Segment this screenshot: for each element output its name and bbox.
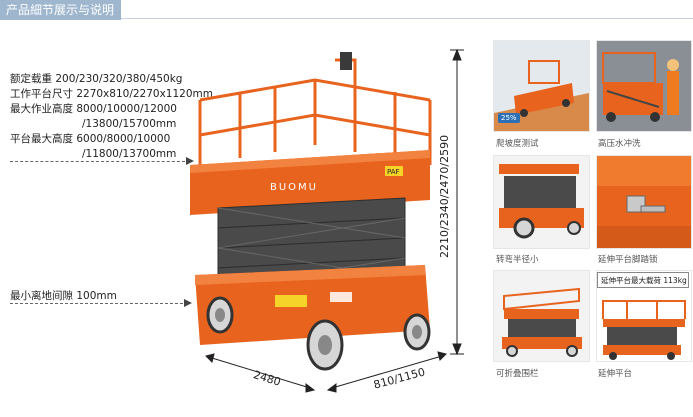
gallery-caption-turning-radius: 转弯半径小 [496, 255, 539, 265]
gallery-thumb-folding-rails[interactable] [493, 270, 590, 362]
platform-pointer-line [10, 161, 190, 162]
gallery-caption-folding-rails: 可折叠围栏 [496, 369, 539, 379]
scissor-lift-illustration: BUOMU PAF [190, 52, 432, 371]
gallery-thumb-slope-test[interactable]: 25% [493, 40, 590, 132]
spec-max-working-height-cont: /13800/15700mm [82, 118, 177, 130]
gallery-caption-deck-lock: 延伸平台脚踏锁 [598, 255, 658, 265]
section-title-tab: 产品細节展示与说明 [0, 0, 121, 20]
logo-label: PAF [387, 168, 400, 176]
slope-test-image [494, 41, 589, 131]
gallery-caption-slope-test: 爬坡度测试 [496, 139, 539, 149]
platform-pointer-arrow [186, 157, 194, 165]
title-divider [121, 18, 693, 19]
deck-lock-image [597, 156, 691, 248]
clearance-pointer-line [10, 303, 188, 304]
spec-list: 额定载重 200/230/320/380/450kg 工作平台尺寸 2270x8… [10, 72, 213, 162]
gallery-thumb-deck-lock[interactable] [596, 155, 692, 249]
folding-rails-image [494, 271, 589, 361]
spec-max-working-height: 最大作业高度 8000/10000/12000 [10, 103, 177, 115]
spec-max-platform-height-cont: /11800/13700mm [82, 148, 177, 160]
clearance-pointer-arrow [184, 299, 192, 307]
spec-min-ground-clearance: 最小离地间隙 100mm [10, 290, 117, 302]
pressure-wash-image [597, 41, 691, 131]
extension-load-callout: 延伸平台最大载荷 113kg [597, 272, 689, 288]
slope-badge: 25% [498, 113, 520, 123]
brand-label: BUOMU [270, 182, 318, 193]
dimension-lines [205, 48, 464, 393]
spec-platform-size: 工作平台尺寸 2270x810/2270x1120mm [10, 88, 213, 100]
gallery-thumb-turning-radius[interactable] [493, 155, 590, 249]
turning-radius-image [494, 156, 589, 248]
gallery-caption-pressure-wash: 高压水冲洗 [598, 139, 641, 149]
height-dimension-label: 2210/2340/2470/2590 [438, 134, 451, 258]
gallery-thumb-pressure-wash[interactable] [596, 40, 692, 132]
section-title: 产品細节展示与说明 [6, 3, 115, 17]
spec-max-platform-height: 平台最大高度 6000/8000/10000 [10, 133, 171, 145]
spec-rated-load: 额定载重 200/230/320/380/450kg [10, 73, 183, 85]
gallery-caption-extension-deck: 延伸平台 [598, 369, 633, 379]
